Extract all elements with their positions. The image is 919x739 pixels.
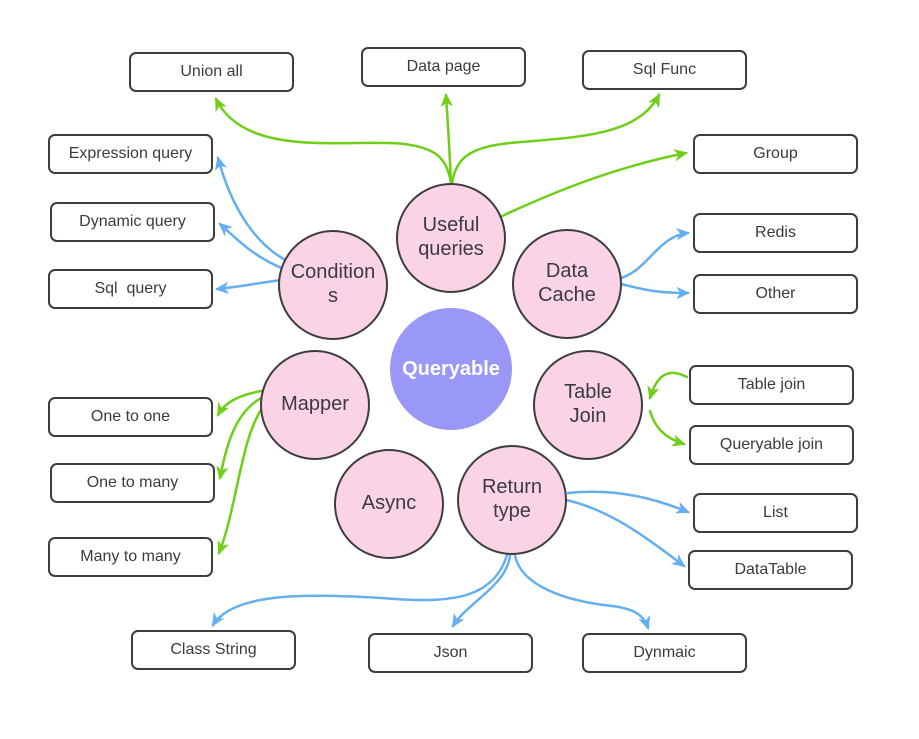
node-redis: Redis [693,213,858,253]
node-redis-label: Redis [755,224,796,241]
topic-mapper: Mapper [260,350,370,460]
edge-mapper-to-one-to-many [216,395,265,481]
edge-return-type-to-dynmaic [513,554,651,630]
topic-mapper-label: Mapper [281,393,349,416]
node-class-string: Class String [131,630,296,670]
node-union-all-label: Union all [180,63,243,80]
topic-async: Async [334,449,444,559]
center-node-queryable: Queryable [390,308,512,430]
node-dynmaic: Dynmaic [582,633,747,673]
edge-useful-queries-to-data-page [440,92,453,185]
node-other: Other [693,274,858,314]
topic-useful-queries: Useful queries [396,183,506,293]
node-datatable-label: DataTable [734,561,807,578]
node-group: Group [693,134,858,174]
node-expression-query-label: Expression query [68,145,193,162]
edge-return-type-to-json [451,554,512,628]
topic-return-type: Return type [457,445,567,555]
topic-return-type-label: Return type [481,476,543,522]
edge-mapper-to-many-to-many [217,401,268,555]
node-json: Json [368,633,533,673]
node-one-to-many: One to many [50,463,215,503]
node-datatable: DataTable [688,550,853,590]
node-sql-query: Sql query [48,269,213,309]
edge-mapper-to-one-to-one [216,389,263,417]
node-table-join-box-label: Table join [737,376,806,393]
topic-data-cache-label: Data Cache [538,260,596,306]
node-other-label: Other [755,285,796,302]
node-dynmaic-label: Dynmaic [633,644,696,661]
topic-table-join: Table Join [533,350,643,460]
topic-conditions: Conditions [278,230,388,340]
node-one-to-one: One to one [48,397,213,437]
edge-useful-queries-to-group [498,149,689,219]
topic-conditions-label: Conditions [290,261,376,307]
node-one-to-many-label: One to many [86,474,179,491]
center-node-queryable-label: Queryable [402,357,500,380]
node-group-label: Group [753,145,798,162]
edge-useful-queries-to-sql-func [450,93,661,185]
topic-table-join-label: Table Join [564,381,612,427]
edge-return-type-to-list [566,490,690,514]
node-table-join-box: Table join [689,365,854,405]
edge-data-cache-to-redis [619,228,691,280]
edge-conditions-to-sql-query [214,278,283,295]
node-data-page: Data page [361,47,526,87]
node-sql-func-label: Sql Func [632,61,697,78]
node-queryable-join: Queryable join [689,425,854,465]
node-data-page-label: Data page [406,58,481,75]
node-sql-func: Sql Func [582,50,747,90]
node-queryable-join-label: Queryable join [719,436,824,453]
edge-return-type-to-datatable [564,498,686,568]
edge-conditions-to-dynamic-query [218,222,286,271]
edge-useful-queries-to-union-all [214,97,453,185]
node-sql-query-label: Sql query [94,280,167,297]
topic-data-cache: Data Cache [512,229,622,339]
node-many-to-many-label: Many to many [80,548,181,565]
node-one-to-one-label: One to one [90,408,171,425]
node-list: List [693,493,858,533]
edge-conditions-to-expression-query [215,156,289,263]
node-many-to-many: Many to many [48,537,213,577]
topic-useful-queries-label: Useful queries [418,214,484,260]
node-expression-query: Expression query [48,134,213,174]
node-union-all: Union all [129,52,294,92]
edge-table-join-box-to-circle [647,371,689,400]
node-json-label: Json [433,644,468,661]
node-dynamic-query: Dynamic query [50,202,215,242]
node-list-label: List [763,504,788,521]
edge-return-type-to-class-string [211,553,509,627]
edge-circle-to-queryable-join [648,409,686,447]
node-class-string-label: Class String [170,641,257,658]
node-dynamic-query-label: Dynamic query [79,213,186,230]
topic-async-label: Async [361,492,417,515]
edge-data-cache-to-other [619,282,691,300]
